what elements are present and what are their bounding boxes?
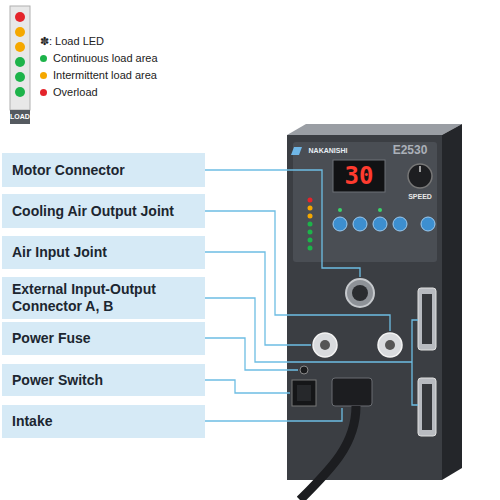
legend-entry: Intermittent load area xyxy=(40,69,157,81)
callout-label: Power Fuse xyxy=(12,330,91,347)
callout-label: Power Switch xyxy=(12,372,103,389)
controller-housing xyxy=(287,124,462,500)
note-text: ✽: Load LED xyxy=(40,35,104,47)
led-strip-icon xyxy=(10,6,30,124)
callout-box: Cooling Air Output Joint xyxy=(2,194,205,228)
callout-label: External Input-Output Connector A, B xyxy=(12,281,197,315)
led-caption: LOAD xyxy=(10,113,30,121)
legend-entry: Overload xyxy=(40,86,98,98)
callout-box: Air Input Joint xyxy=(2,236,205,269)
callout-label: Motor Connector xyxy=(12,162,125,179)
callout-box: Motor Connector xyxy=(2,153,205,187)
speed-display: 30 xyxy=(345,163,374,189)
leader-lines xyxy=(205,170,418,421)
legend-swatch xyxy=(40,55,47,62)
legend-text: Overload xyxy=(53,86,98,98)
legend-text: Intermittent load area xyxy=(53,69,157,81)
callout-label: Intake xyxy=(12,413,52,430)
callout-box: Intake xyxy=(2,405,205,438)
legend-swatch xyxy=(40,72,47,79)
callout-box: External Input-Output Connector A, B xyxy=(2,277,205,319)
knob-label: SPEED xyxy=(408,193,432,201)
callout-box: Power Fuse xyxy=(2,322,205,355)
legend-swatch xyxy=(40,89,47,96)
model-name: E2530 xyxy=(393,144,428,157)
callout-label: Cooling Air Output Joint xyxy=(12,203,174,220)
legend-entry: Continuous load area xyxy=(40,52,158,64)
legend-text: Continuous load area xyxy=(53,52,158,64)
callout-box: Power Switch xyxy=(2,364,205,396)
callout-label: Air Input Joint xyxy=(12,244,107,261)
brand-logo: NAKANISHI xyxy=(309,147,348,155)
